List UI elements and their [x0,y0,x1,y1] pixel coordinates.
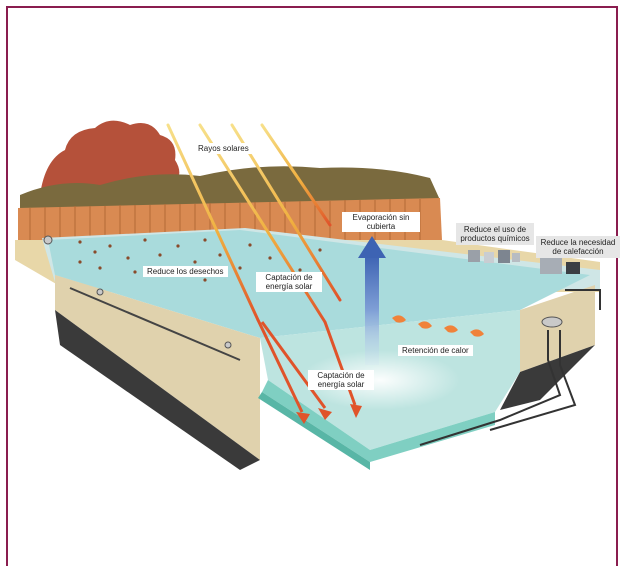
label-quimicos-line2: productos químicos [460,234,530,243]
label-quimicos-line1: Reduce el uso de [463,225,527,234]
label-calefaccion-line2: de calefacción [552,247,604,256]
label-captacion-fondo: Captación de energía solar [308,370,374,390]
label-captacion-superficie: Captación de energía solar [256,272,322,292]
ground-shadow-left [55,310,260,470]
pool-floor [262,380,495,462]
label-evaporacion-line2: cubierta [366,222,396,231]
label-reduce-quimicos: Reduce el uso de productos químicos [456,223,534,245]
label-rayos-solares: Rayos solares [194,143,253,154]
label-captacion-fondo-line2: energía solar [317,380,365,389]
heat-retention-icons [392,315,484,337]
heater-equipment [540,258,580,274]
sun-rays [166,123,362,424]
hedge [20,166,440,210]
label-captacion-superficie-line2: energía solar [265,282,313,291]
fence [18,198,442,240]
label-retencion-calor: Retención de calor [398,345,473,356]
label-evaporacion-line1: Evaporación sin [352,213,410,222]
ground-shadow-right [500,345,595,410]
label-calefaccion-line1: Reduce la necesidad [540,238,616,247]
right-wall [520,285,595,372]
label-captacion-fondo-line1: Captación de [317,371,365,380]
left-wall [55,275,260,460]
label-captacion-superficie-line1: Captación de [265,273,313,282]
label-reduce-desechos: Reduce los desechos [143,266,228,277]
label-evaporacion: Evaporación sin cubierta [342,212,420,232]
chemical-equipment [468,250,520,263]
evaporation-arrow [358,236,386,365]
label-reduce-calefaccion: Reduce la necesidad de calefacción [536,236,620,258]
pipes [419,289,601,446]
fittings [43,235,563,349]
